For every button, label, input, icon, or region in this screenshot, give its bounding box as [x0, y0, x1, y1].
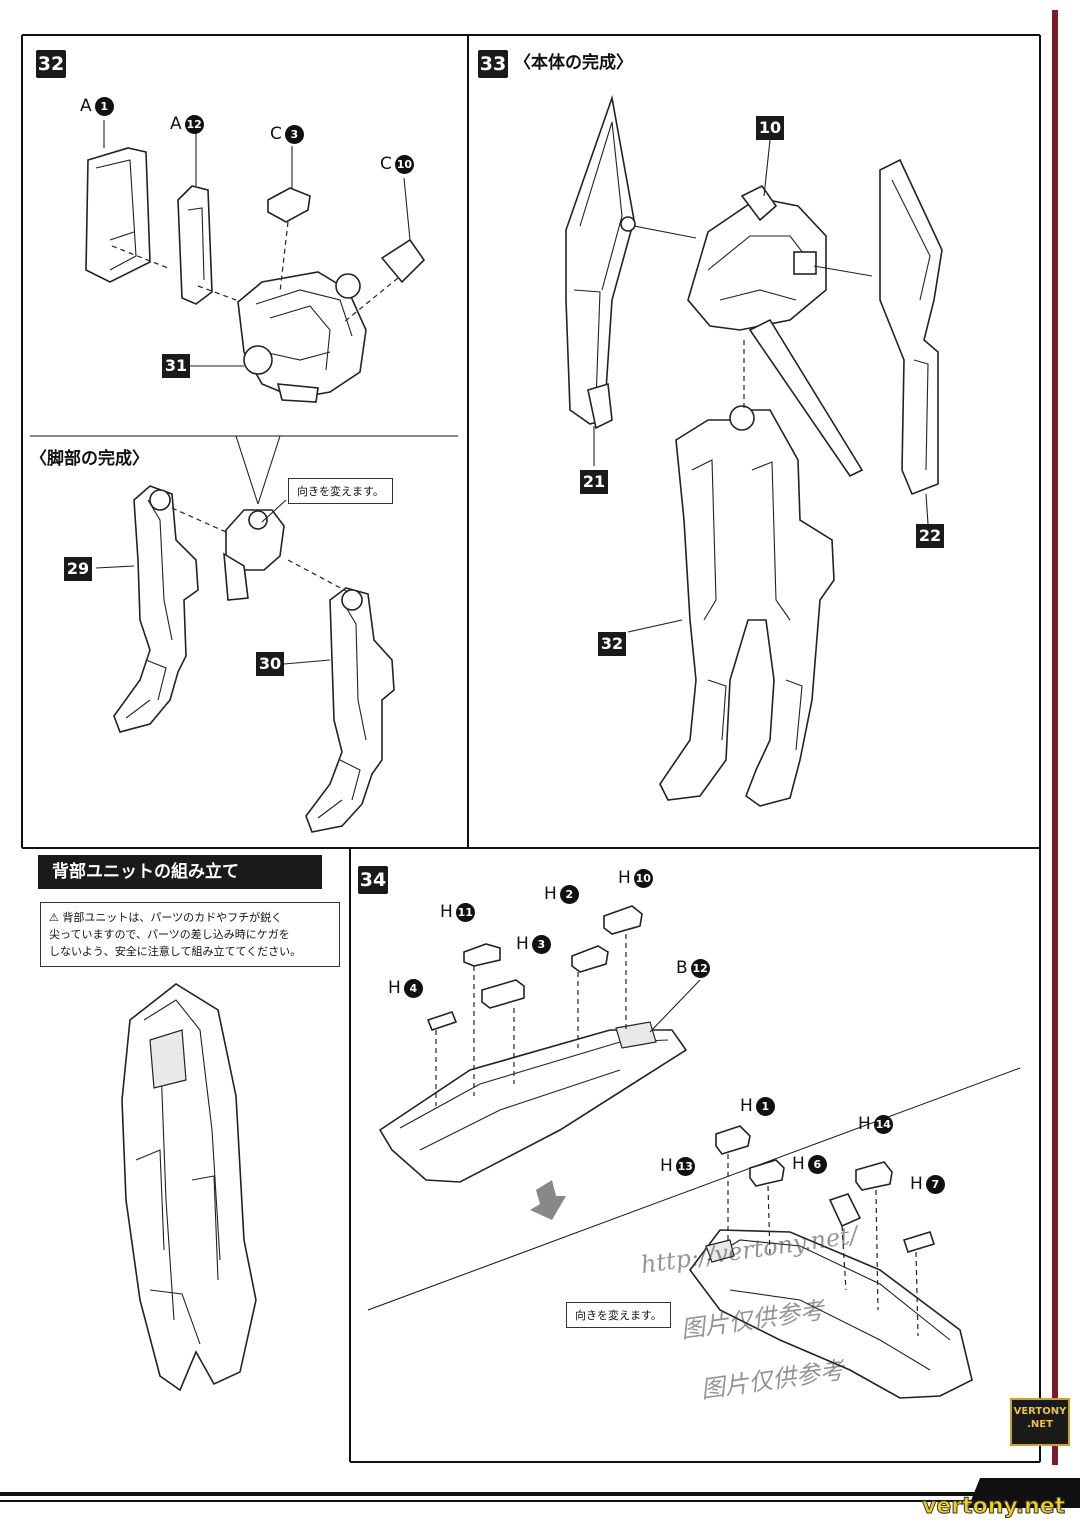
direction-arrow [530, 1180, 566, 1220]
warning-line: しないよう、安全に注意して組み立ててください。 [49, 945, 302, 958]
part-number-badge: 12 [690, 958, 710, 978]
part-number-badge: 14 [873, 1114, 893, 1134]
part-letter: C [270, 124, 282, 144]
part-label-h4: H 4 [388, 978, 423, 998]
step-34-number: 34 [358, 866, 388, 894]
part-label-h13: H 13 [660, 1156, 695, 1176]
part-label-h2: H 2 [544, 884, 579, 904]
part-number-badge: 12 [184, 114, 204, 134]
legs-complete-heading: 〈脚部の完成〉 [30, 449, 149, 469]
part-number-badge: 1 [755, 1096, 775, 1116]
subassembly-21-tag: 21 [580, 470, 608, 494]
part-letter: H [910, 1174, 923, 1194]
legs-orientation-callout: 向きを変えます。 [288, 478, 393, 504]
part-letter: A [170, 114, 182, 134]
part-number-badge: 7 [925, 1174, 945, 1194]
step32-art [85, 120, 426, 403]
part-letter: B [676, 958, 688, 978]
step-32-number: 32 [36, 50, 66, 78]
part-letter: H [792, 1154, 805, 1174]
step34-lower-art [689, 1125, 973, 1399]
part-number-badge: 1 [94, 96, 114, 116]
safety-warning: ⚠ 背部ユニットは、パーツのカドやフチが鋭く 尖っていますので、パーツの差し込み… [40, 902, 340, 967]
part-number-badge: 4 [403, 978, 423, 998]
part-letter: H [618, 868, 631, 888]
part-number-badge: 10 [633, 868, 653, 888]
part-label-a12: A 12 [170, 114, 204, 134]
part-label-b12: B 12 [676, 958, 710, 978]
legs-art [95, 435, 395, 833]
part-letter: A [80, 96, 92, 116]
part-number-badge: 11 [455, 902, 475, 922]
backpack-orientation-callout: 向きを変えます。 [566, 1302, 671, 1328]
part-letter: H [660, 1156, 673, 1176]
part-label-c3: C 3 [270, 124, 304, 144]
part-letter: H [740, 1096, 753, 1116]
part-number-badge: 13 [675, 1156, 695, 1176]
part-label-c10: C 10 [380, 154, 414, 174]
part-number-badge: 6 [807, 1154, 827, 1174]
part-letter: H [388, 978, 401, 998]
part-label-h7: H 7 [910, 1174, 945, 1194]
body-complete-heading: 〈本体の完成〉 [514, 53, 633, 73]
warning-line: 尖っていますので、パーツの差し込み時にケガを [49, 928, 290, 941]
step34-upper-art [378, 905, 701, 1183]
subassembly-30-tag: 30 [256, 652, 284, 676]
part-label-a1: A 1 [80, 96, 114, 116]
part-number-badge: 3 [284, 124, 304, 144]
back-unit-banner: 背部ユニットの組み立て [38, 855, 322, 889]
subassembly-32-tag: 32 [598, 632, 626, 656]
part-number-badge: 10 [394, 154, 414, 174]
part-letter: H [858, 1114, 871, 1134]
subassembly-31-tag: 31 [162, 354, 190, 378]
part-letter: H [440, 902, 453, 922]
subassembly-22-tag: 22 [916, 524, 944, 548]
warning-line: ⚠ 背部ユニットは、パーツのカドやフチが鋭く [49, 911, 283, 924]
part-number-badge: 3 [531, 934, 551, 954]
back-unit-art [121, 983, 257, 1392]
part-number-badge: 2 [559, 884, 579, 904]
part-label-h11: H 11 [440, 902, 475, 922]
part-label-h14: H 14 [858, 1114, 893, 1134]
part-label-h6: H 6 [792, 1154, 827, 1174]
step33-art [565, 94, 943, 807]
vertony-logo: VERTONY .NET [1010, 1398, 1070, 1446]
part-letter: C [380, 154, 392, 174]
part-letter: H [516, 934, 529, 954]
subassembly-29-tag: 29 [64, 557, 92, 581]
step-33-number: 33 [478, 50, 508, 78]
part-label-h3: H 3 [516, 934, 551, 954]
part-label-h10: H 10 [618, 868, 653, 888]
subassembly-10-tag: 10 [756, 116, 784, 140]
logo-line: VERTONY [1013, 1406, 1067, 1417]
footer-brand: vertony.net [921, 1494, 1066, 1520]
logo-line: .NET [1027, 1419, 1053, 1430]
part-letter: H [544, 884, 557, 904]
part-label-h1: H 1 [740, 1096, 775, 1116]
